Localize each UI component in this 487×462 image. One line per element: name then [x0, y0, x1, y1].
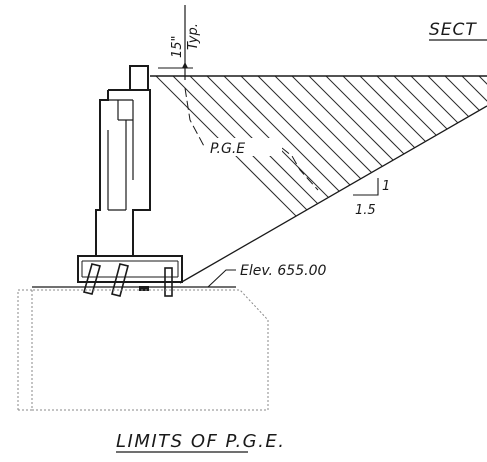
hatch-line [394, 76, 487, 283]
caption-text: LIMITS OF P.G.E. [116, 431, 285, 452]
typical-dimension: 15" Typ. [150, 5, 201, 80]
dimension-value: 15" [170, 35, 185, 58]
slope-indicator: 1 1.5 [353, 178, 390, 218]
hatch-line [411, 76, 487, 283]
slope-rise: 1 [382, 179, 390, 194]
dimension-note: Typ. [186, 23, 201, 50]
foundation-block [17, 286, 269, 411]
elevation-callout: Elev. 655.00 [207, 263, 326, 288]
section-title-text: SECT [429, 20, 477, 40]
hatch-line [309, 76, 487, 283]
hatch-line [445, 76, 487, 283]
limits-caption: LIMITS OF P.G.E. [116, 431, 285, 453]
slope-run: 1.5 [355, 203, 376, 218]
hatch-line [377, 76, 487, 283]
anchor-piles [83, 263, 173, 297]
hatch-line [462, 76, 487, 283]
hatch-line [326, 76, 487, 283]
pge-label: P.G.E [184, 87, 319, 191]
section-title: SECT [429, 20, 487, 41]
hatch-line [479, 76, 487, 283]
hatch-line [428, 76, 487, 283]
pge-label-text: P.G.E [210, 141, 245, 157]
retaining-wall [77, 65, 183, 283]
elevation-text: Elev. 655.00 [240, 263, 326, 279]
